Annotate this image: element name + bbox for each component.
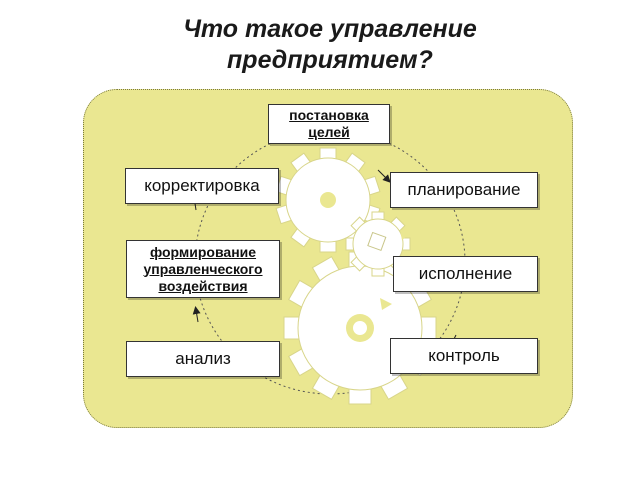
- gear-rotation-arrow-icon: [380, 298, 392, 310]
- influence-line-2: управленческого: [143, 260, 263, 277]
- box-correction: корректировка: [125, 168, 279, 204]
- analysis-label: анализ: [175, 349, 231, 368]
- goal-setting-line-1: постановка: [289, 107, 369, 123]
- control-label: контроль: [428, 346, 500, 365]
- title-line-1: Что такое управление: [183, 15, 477, 43]
- box-analysis: анализ: [126, 341, 280, 377]
- correction-label: корректировка: [144, 176, 260, 195]
- box-goal-setting: постановка целей: [268, 104, 390, 144]
- small-gear-icon: [345, 211, 411, 277]
- influence-line-3: воздействия: [158, 277, 248, 294]
- box-control: контроль: [390, 338, 538, 374]
- execution-label: исполнение: [418, 264, 513, 283]
- box-execution: исполнение: [393, 256, 538, 292]
- arrow-to-influence: [192, 306, 201, 323]
- planning-label: планирование: [407, 180, 521, 199]
- goal-setting-line-2: целей: [308, 124, 350, 140]
- arrow-to-planning: [377, 169, 391, 183]
- page-title: Что такое управление предприятием?: [150, 14, 510, 76]
- gear-rotation-arrow-icon: [400, 230, 410, 240]
- box-planning: планирование: [390, 172, 538, 208]
- influence-line-1: формирование: [149, 243, 257, 260]
- title-line-2: предприятием?: [227, 46, 433, 74]
- box-influence-forming: формирование управленческого воздействия: [126, 240, 280, 298]
